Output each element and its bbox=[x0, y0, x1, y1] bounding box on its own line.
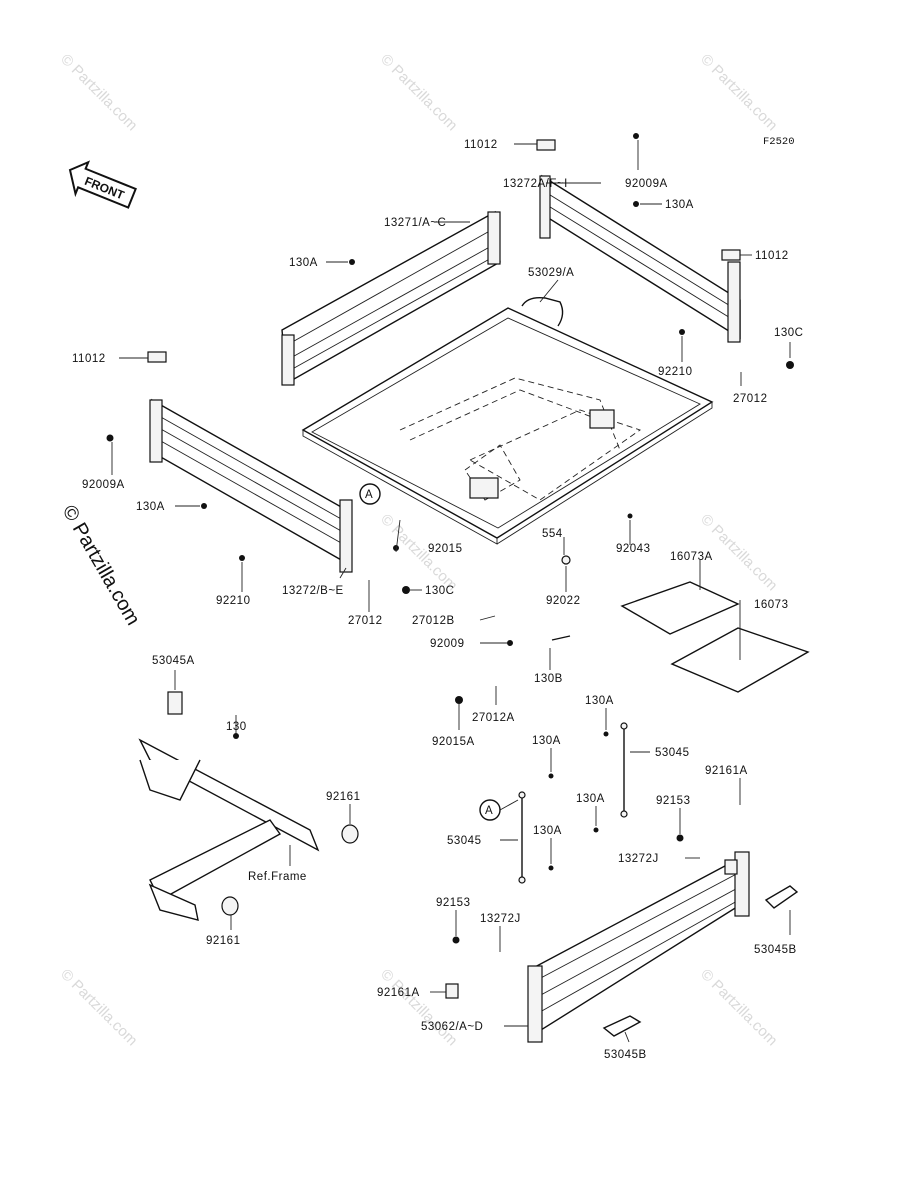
label-53062: 53062/A~D bbox=[421, 1021, 483, 1033]
label-92022: 92022 bbox=[546, 595, 580, 607]
watermark: © Partzilla.com bbox=[57, 966, 140, 1049]
watermark: © Partzilla.com bbox=[697, 51, 780, 134]
label-27012-left: 27012 bbox=[348, 615, 382, 627]
front-panel bbox=[281, 210, 501, 386]
part-labels: 11012 13272A/F~I 92009A 130A 11012 13271… bbox=[72, 139, 804, 1061]
label-92210-left: 92210 bbox=[216, 595, 250, 607]
cap-92161 bbox=[221, 896, 239, 916]
ref-frame bbox=[138, 691, 359, 921]
cap-11012 bbox=[721, 249, 741, 261]
label-92009: 92009 bbox=[430, 638, 464, 650]
left-side-panel bbox=[147, 351, 353, 573]
label-ref-frame: Ref.Frame bbox=[248, 871, 307, 883]
bracket bbox=[469, 477, 499, 499]
panel-post bbox=[149, 399, 163, 463]
label-27012-right: 27012 bbox=[733, 393, 767, 405]
label-92153-left: 92153 bbox=[436, 897, 470, 909]
label-13272b: 13272/B~E bbox=[282, 585, 344, 597]
watermark: © Partzilla.com bbox=[57, 51, 140, 134]
label-53045a: 53045A bbox=[152, 655, 195, 667]
label-92153-right: 92153 bbox=[656, 795, 690, 807]
cap-11012 bbox=[536, 139, 556, 151]
clip-92161A bbox=[724, 859, 738, 875]
tailgate bbox=[445, 851, 799, 1043]
label-130a-b1: 130A bbox=[585, 695, 614, 707]
cap-11012 bbox=[147, 351, 167, 363]
panel-post bbox=[281, 334, 295, 386]
tailgate-post bbox=[527, 965, 543, 1043]
label-92161-bottom: 92161 bbox=[206, 935, 240, 947]
label-27012a: 27012A bbox=[472, 712, 515, 724]
label-92015: 92015 bbox=[428, 543, 462, 555]
right-side-panel bbox=[536, 139, 741, 343]
label-130c-right: 130C bbox=[774, 327, 804, 339]
label-92009a-top: 92009A bbox=[625, 178, 668, 190]
label-130: 130 bbox=[226, 721, 247, 733]
label-130a-top: 130A bbox=[665, 199, 694, 211]
watermark: © Partzilla.com bbox=[377, 966, 460, 1049]
panel-post bbox=[539, 175, 551, 239]
leader-lines bbox=[111, 140, 791, 1043]
label-554: 554 bbox=[542, 528, 563, 540]
label-13272a: 13272A/F~I bbox=[503, 178, 568, 190]
label-53029: 53029/A bbox=[528, 267, 574, 279]
panel-post bbox=[339, 499, 353, 573]
panel-post bbox=[487, 211, 501, 265]
cap-92161 bbox=[341, 824, 359, 844]
label-27012b: 27012B bbox=[412, 615, 455, 627]
side-watermark: © Partzilla.com bbox=[58, 502, 144, 630]
tailgate-post bbox=[734, 851, 750, 917]
label-130a-b2: 130A bbox=[532, 735, 561, 747]
label-130a-b4: 130A bbox=[533, 825, 562, 837]
label-130c-left: 130C bbox=[425, 585, 455, 597]
label-16073: 16073 bbox=[754, 599, 788, 611]
callout-circle bbox=[359, 483, 381, 505]
watermark: © Partzilla.com bbox=[377, 51, 460, 134]
callouts: A A bbox=[359, 483, 501, 821]
label-130a-mid: 130A bbox=[136, 501, 165, 513]
label-13271: 13271/A~C bbox=[384, 217, 446, 229]
clip-92161A bbox=[445, 983, 459, 999]
label-92161-right: 92161 bbox=[326, 791, 360, 803]
label-11012-left: 11012 bbox=[72, 353, 106, 365]
latch-53045A bbox=[167, 691, 183, 715]
label-13272j-right: 13272J bbox=[618, 853, 659, 865]
watermark: © Partzilla.com bbox=[697, 966, 780, 1049]
label-53045-top: 53045 bbox=[655, 747, 689, 759]
label-92009a-left: 92009A bbox=[82, 479, 125, 491]
label-53045-left: 53045 bbox=[447, 835, 481, 847]
panel-post bbox=[727, 261, 741, 343]
diagram-code: F2520 bbox=[763, 136, 795, 148]
front-arrow: FRONT bbox=[68, 160, 137, 209]
bed-floor bbox=[301, 296, 714, 545]
label-92210-right: 92210 bbox=[658, 366, 692, 378]
label-11012-right: 11012 bbox=[755, 250, 789, 262]
stays bbox=[518, 722, 628, 884]
label-92161a-left: 92161A bbox=[377, 987, 420, 999]
label-13272j-left: 13272J bbox=[480, 913, 521, 925]
label-92161a-right: 92161A bbox=[705, 765, 748, 777]
bracket bbox=[589, 409, 615, 429]
label-130b: 130B bbox=[534, 673, 563, 685]
label-53045b-bottom: 53045B bbox=[604, 1049, 647, 1061]
label-11012-top: 11012 bbox=[464, 139, 498, 151]
label-16073a: 16073A bbox=[670, 551, 713, 563]
label-130a-left: 130A bbox=[289, 257, 318, 269]
label-130a-b3: 130A bbox=[576, 793, 605, 805]
hardware bbox=[106, 133, 794, 944]
label-53045b-right: 53045B bbox=[754, 944, 797, 956]
callout-a: A bbox=[365, 489, 373, 501]
callout-a: A bbox=[485, 805, 493, 817]
label-92043: 92043 bbox=[616, 543, 650, 555]
label-92015a: 92015A bbox=[432, 736, 475, 748]
